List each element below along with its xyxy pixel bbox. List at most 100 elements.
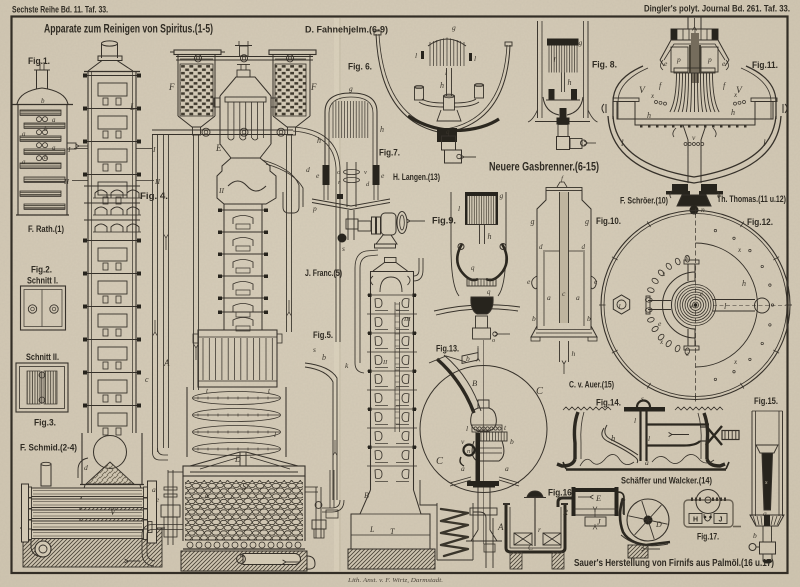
svg-text:A: A <box>497 522 504 532</box>
svg-text:h: h <box>380 125 384 134</box>
svg-text:r: r <box>538 525 541 534</box>
svg-text:e: e <box>664 59 668 68</box>
svg-text:e: e <box>722 59 726 68</box>
svg-text:Fig.14.: Fig.14. <box>596 398 621 408</box>
svg-text:Fig.1.: Fig.1. <box>28 56 50 66</box>
svg-text:l: l <box>619 302 621 311</box>
svg-text:l: l <box>724 301 727 311</box>
svg-text:Neuere Gasbrenner.(6-15): Neuere Gasbrenner.(6-15) <box>489 162 599 174</box>
svg-text:p: p <box>312 204 317 213</box>
svg-text:h: h <box>742 279 746 288</box>
svg-text:l: l <box>466 424 468 433</box>
svg-text:h: h <box>568 78 572 87</box>
svg-text:v: v <box>692 133 696 142</box>
svg-text:n: n <box>467 448 470 455</box>
svg-text:Fig.16.: Fig.16. <box>548 488 574 498</box>
svg-text:I: I <box>67 145 71 154</box>
svg-text:a: a <box>22 130 26 138</box>
svg-text:h: h <box>572 349 576 358</box>
svg-text:h: h <box>611 433 615 443</box>
svg-text:b: b <box>466 354 470 363</box>
svg-text:Fig.17.: Fig.17. <box>697 532 719 542</box>
svg-text:a: a <box>52 144 56 152</box>
svg-text:g: g <box>500 191 504 200</box>
svg-text:x: x <box>733 358 738 366</box>
svg-text:p: p <box>676 55 681 64</box>
svg-text:Schäffer und Walcker.(14): Schäffer und Walcker.(14) <box>621 476 712 486</box>
svg-text:f: f <box>723 81 727 90</box>
svg-text:V: V <box>110 507 117 517</box>
svg-text:S: S <box>242 482 247 492</box>
svg-text:Fig.9.: Fig.9. <box>432 216 456 226</box>
svg-text:f: f <box>659 81 663 90</box>
svg-text:J: J <box>719 517 723 524</box>
svg-text:b: b <box>322 353 326 362</box>
svg-text:l: l <box>474 54 476 63</box>
svg-text:h: h <box>317 136 321 145</box>
svg-text:l: l <box>634 416 636 425</box>
svg-text:w: w <box>689 303 694 310</box>
svg-text:B: B <box>364 491 369 500</box>
svg-text:e: e <box>658 319 662 328</box>
svg-text:s: s <box>765 479 768 486</box>
svg-text:Fig.2.: Fig.2. <box>31 265 52 275</box>
svg-text:II: II <box>218 186 224 195</box>
svg-text:e: e <box>700 290 703 298</box>
svg-text:H. Langen.(13): H. Langen.(13) <box>393 172 440 182</box>
svg-text:a: a <box>547 293 551 302</box>
svg-text:F. Schröer.(10): F. Schröer.(10) <box>620 196 668 206</box>
svg-text:V: V <box>639 86 646 96</box>
svg-text:l: l <box>763 139 766 149</box>
svg-text:V: V <box>736 86 743 96</box>
svg-text:c: c <box>145 375 149 384</box>
svg-text:q: q <box>446 128 450 136</box>
svg-text:l: l <box>648 434 650 443</box>
svg-text:b: b <box>587 314 591 323</box>
svg-text:l: l <box>554 55 556 64</box>
svg-text:d: d <box>366 181 370 188</box>
svg-text:l: l <box>415 51 417 60</box>
svg-text:e: e <box>594 277 598 286</box>
svg-text:b: b <box>44 125 48 133</box>
svg-text:d: d <box>84 463 88 472</box>
svg-text:e: e <box>686 252 690 261</box>
svg-text:Schnitt II.: Schnitt II. <box>26 352 59 362</box>
svg-text:a: a <box>576 293 580 302</box>
svg-text:l: l <box>458 204 460 213</box>
svg-text:b: b <box>510 437 514 446</box>
svg-text:Fig. 6.: Fig. 6. <box>348 62 372 72</box>
svg-text:Schnitt I.: Schnitt I. <box>27 276 58 286</box>
svg-text:s: s <box>313 345 316 354</box>
svg-text:e: e <box>156 496 159 504</box>
svg-text:l: l <box>621 139 624 149</box>
svg-text:q: q <box>471 264 475 272</box>
svg-text:D: D <box>234 455 241 464</box>
svg-text:D: D <box>655 520 662 529</box>
svg-text:x: x <box>737 246 742 254</box>
svg-text:q: q <box>487 288 491 296</box>
svg-text:x: x <box>733 91 738 99</box>
svg-text:F. Rath.(1): F. Rath.(1) <box>28 224 64 234</box>
svg-text:g: g <box>531 217 535 226</box>
svg-text:III: III <box>403 316 411 323</box>
svg-text:C: C <box>536 386 544 397</box>
svg-text:H: H <box>693 517 698 524</box>
svg-text:b: b <box>41 97 45 105</box>
svg-text:a: a <box>205 492 209 500</box>
svg-text:c: c <box>562 289 566 298</box>
svg-text:x: x <box>659 338 664 346</box>
svg-text:t: t <box>268 386 271 395</box>
svg-text:g: g <box>585 217 589 226</box>
svg-text:Apparate zum Reinigen von Spir: Apparate zum Reinigen von Spiritus.(1-5) <box>44 24 213 36</box>
svg-text:II: II <box>63 177 69 186</box>
svg-text:Lith. Anst. v. F. Wirtz, Darms: Lith. Anst. v. F. Wirtz, Darmstadt. <box>347 577 443 584</box>
svg-text:II: II <box>382 359 388 366</box>
svg-text:g: g <box>452 23 456 32</box>
svg-text:f: f <box>561 175 564 183</box>
svg-text:E: E <box>595 493 602 503</box>
svg-text:x: x <box>661 270 666 278</box>
svg-text:r: r <box>338 179 341 186</box>
svg-text:B: B <box>472 378 477 388</box>
svg-text:Dingler's polyt. Journal Bd. 2: Dingler's polyt. Journal Bd. 261. Taf. 3… <box>644 4 790 15</box>
svg-text:Sauer's Herstellung von Firnif: Sauer's Herstellung von Firnifs aus Palm… <box>574 557 774 569</box>
